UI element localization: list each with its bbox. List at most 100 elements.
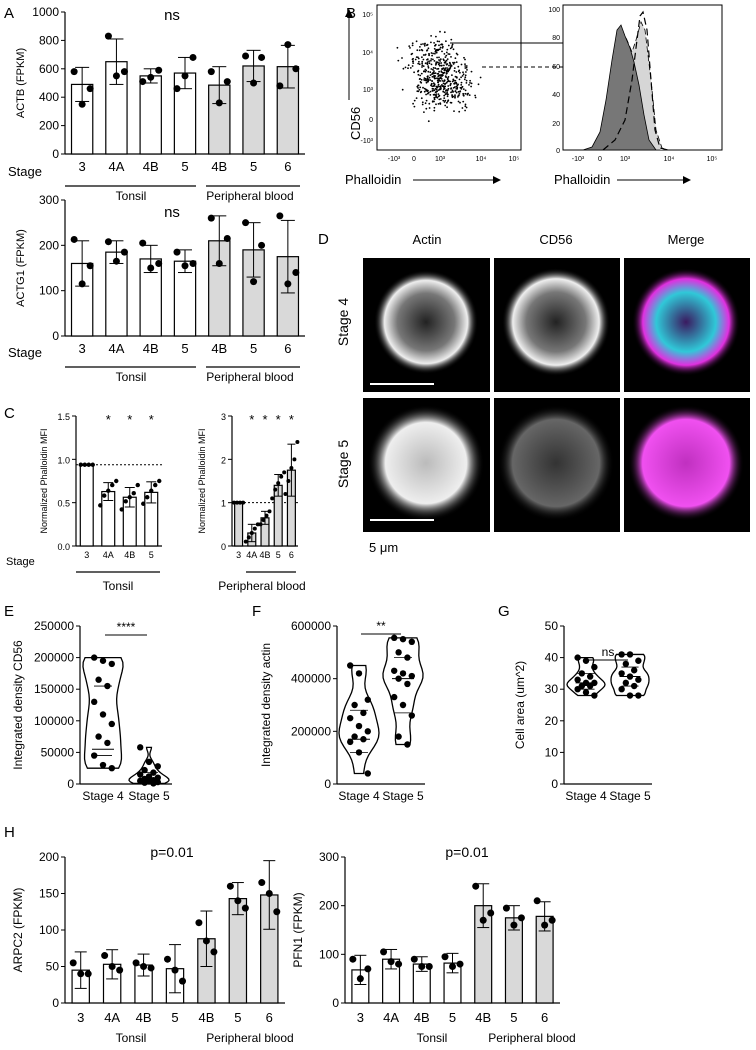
b-dot-ytick-0: 10⁵ [362, 12, 373, 19]
cytometry-event [434, 87, 437, 90]
data-point [283, 492, 288, 496]
y-tick-label: 100 [39, 284, 59, 298]
cytometry-event [452, 61, 454, 64]
cytometry-event [423, 79, 425, 81]
y-tick-label: 50000 [41, 745, 75, 759]
d-row-stage4: Stage 4 [335, 298, 351, 346]
data-point [404, 680, 411, 688]
cytometry-event [464, 109, 466, 112]
data-point [276, 82, 284, 90]
data-point [399, 635, 407, 643]
data-point [179, 977, 186, 985]
cytometry-event [429, 90, 432, 93]
data-point [112, 72, 120, 80]
cytometry-event [418, 60, 420, 63]
cytometry-event [462, 92, 465, 95]
data-point [141, 501, 146, 506]
cytometry-event [466, 69, 468, 71]
data-point [626, 673, 634, 680]
y-tick-label: 300 [319, 850, 339, 864]
a-tonsil-label-top: Tonsil [116, 189, 147, 203]
data-point [202, 937, 210, 945]
cytometry-event [417, 57, 420, 60]
b-hist-xtick-3: 10⁴ [664, 156, 675, 163]
cytometry-event [462, 73, 465, 76]
cytometry-event [427, 65, 430, 67]
y-tick-label: 100 [39, 923, 59, 937]
data-point [618, 651, 625, 658]
cytometry-event [458, 93, 461, 95]
cytometry-event [453, 61, 456, 64]
b-hist-ytick-1: 80 [552, 35, 560, 42]
data-point [630, 667, 638, 674]
b-dot-xtick-4: 10⁵ [509, 156, 520, 163]
d-row-stage5: Stage 5 [335, 440, 351, 488]
data-point [479, 916, 487, 924]
data-point [286, 479, 291, 483]
cytometry-event [431, 80, 433, 82]
data-point [364, 728, 371, 735]
data-point [578, 670, 586, 677]
data-point [391, 634, 398, 642]
data-point [630, 682, 638, 690]
y-tick-label: 600 [39, 62, 59, 76]
cytometry-event [422, 58, 425, 61]
cytometry-event [432, 58, 434, 61]
significance-star: * [276, 412, 281, 427]
cytometry-event [430, 68, 433, 70]
data-point [98, 503, 103, 508]
data-point [132, 959, 140, 967]
cytometry-event [441, 50, 443, 53]
data-point [586, 682, 594, 690]
cytometry-event [436, 90, 439, 93]
data-point [347, 662, 354, 669]
cytometry-event [409, 67, 412, 69]
data-point [104, 739, 111, 747]
cytometry-event [445, 40, 447, 43]
category-label: Stage 5 [609, 789, 651, 803]
data-point [120, 248, 128, 256]
cytometry-event [446, 67, 448, 69]
cytometry-event [447, 53, 450, 55]
data-point [502, 904, 510, 912]
data-point [391, 667, 398, 674]
cytometry-event [443, 94, 446, 97]
cytometry-event [439, 80, 441, 82]
category-label: 6 [284, 341, 291, 356]
data-point [210, 948, 218, 956]
cytometry-event [436, 40, 439, 43]
cytometry-event [468, 84, 470, 86]
y-tick-label: 30 [545, 682, 559, 696]
cytometry-event [424, 102, 427, 105]
data-point [270, 496, 275, 501]
category-label: 3 [236, 550, 241, 560]
a-stage-word-top: Stage [8, 164, 42, 179]
cytometry-event [463, 56, 465, 59]
y-tick-label: 200000 [34, 651, 74, 665]
category-label: 4B [143, 159, 159, 174]
data-point [154, 763, 161, 770]
cytometry-event [444, 85, 447, 88]
data-point [238, 500, 243, 505]
cytometry-event [424, 42, 426, 45]
category-label: 5 [510, 1010, 517, 1025]
cytometry-event [454, 94, 456, 97]
bar [139, 75, 162, 155]
data-point [137, 771, 144, 778]
cytometry-event [412, 60, 415, 63]
data-point [106, 488, 111, 493]
cytometry-event [464, 63, 466, 65]
category-label: 4A [108, 159, 124, 174]
cytometry-event [444, 99, 447, 102]
data-point [261, 518, 266, 522]
cytometry-event [412, 62, 415, 64]
data-point [102, 493, 107, 498]
cytometry-event [428, 107, 431, 109]
cytometry-event [453, 82, 455, 85]
data-point [395, 733, 402, 740]
y-tick-label: 20 [545, 714, 559, 728]
data-point [510, 921, 518, 929]
data-point [78, 100, 86, 108]
cytometry-event [461, 75, 464, 77]
